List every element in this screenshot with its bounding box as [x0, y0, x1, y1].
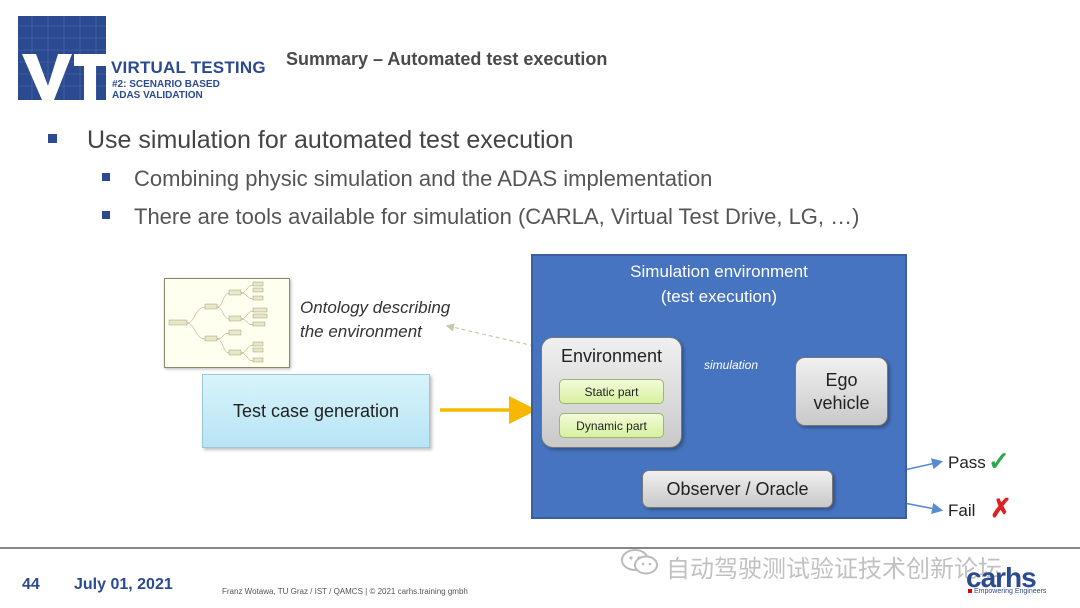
ontology-tree-image [164, 278, 290, 368]
ego-label-line-2: vehicle [813, 392, 870, 413]
bullet-level2: Combining physic simulation and the ADAS… [102, 166, 712, 192]
ontology-tree-icon [168, 281, 268, 363]
bullet-text: Combining physic simulation and the ADAS… [134, 166, 713, 191]
brand-subtitle: #2: SCENARIO BASED ADAS VALIDATION [112, 79, 220, 101]
check-icon: ✓ [988, 446, 1010, 476]
bullet-square-icon [102, 173, 110, 182]
slide-date: July 01, 2021 [74, 576, 173, 593]
bullet-level2: There are tools available for simulation… [102, 204, 859, 230]
observer-label: Observer / Oracle [666, 478, 809, 499]
ego-vehicle-box: Ego vehicle [795, 357, 888, 426]
brand-title: VIRTUAL TESTING [111, 58, 266, 77]
bullet-level1: Use simulation for automated test execut… [48, 126, 573, 155]
watermark-text: 自动驾驶测试验证技术创新论坛 [666, 556, 1002, 583]
environment-title: Environment [560, 346, 663, 366]
sim-env-title-line-1: Simulation environment [630, 262, 808, 281]
brand-subtitle-line-1: #2: SCENARIO BASED [112, 79, 220, 90]
dynamic-part-label: Dynamic part [576, 418, 647, 433]
bullet-square-icon [102, 211, 110, 220]
observer-oracle-box: Observer / Oracle [642, 470, 833, 508]
bullet-text: Use simulation for automated test execut… [87, 126, 574, 154]
simulation-environment-title: Simulation environment (test execution) [531, 259, 907, 309]
dynamic-part-box: Dynamic part [559, 413, 664, 438]
page-number: 44 [22, 576, 40, 593]
test-case-generation-box: Test case generation [202, 374, 430, 448]
ontology-label-line-2: the environment [300, 322, 422, 341]
cross-icon: ✗ [990, 493, 1012, 523]
slide-title: Summary – Automated test execution [286, 49, 608, 69]
sim-env-title-line-2: (test execution) [660, 287, 778, 306]
virtual-testing-logo [18, 16, 106, 100]
tagline-bullet-icon [968, 589, 972, 593]
ontology-label: Ontology describing the environment [300, 296, 450, 344]
bullet-square-icon [48, 133, 57, 143]
carhs-tagline: Empowering Engineers [968, 588, 1046, 595]
static-part-label: Static part [584, 384, 639, 399]
test-case-label: Test case generation [232, 400, 400, 421]
bullet-text: There are tools available for simulation… [134, 204, 860, 229]
fail-label: Fail [948, 501, 976, 520]
simulation-label: simulation [704, 358, 759, 372]
ego-label-line-1: Ego [825, 369, 858, 390]
brand-subtitle-line-2: ADAS VALIDATION [112, 90, 203, 101]
pass-label: Pass [948, 453, 986, 472]
static-part-box: Static part [559, 379, 664, 404]
ontology-label-line-1: Ontology describing [300, 298, 451, 317]
wechat-icon [621, 549, 658, 575]
footer-divider [0, 547, 1080, 549]
ontology-connector [445, 323, 535, 347]
carhs-logo: carhs [966, 562, 1037, 593]
tagline-text: Empowering Engineers [974, 588, 1047, 595]
footer-credit: Franz Wotawa, TU Graz / IST / QAMCS | © … [222, 587, 468, 596]
